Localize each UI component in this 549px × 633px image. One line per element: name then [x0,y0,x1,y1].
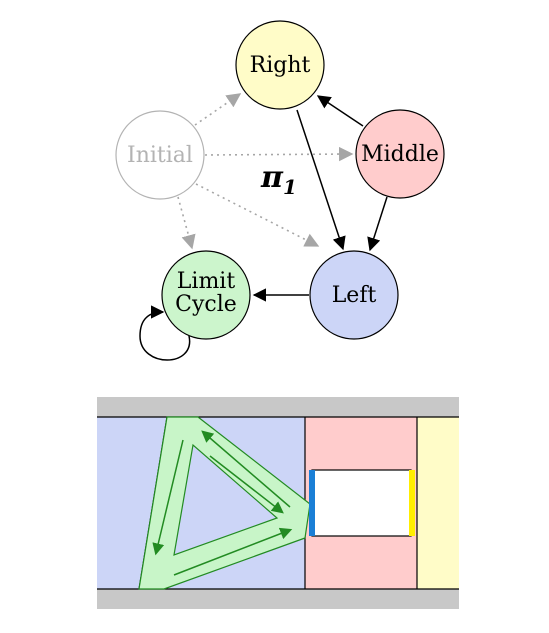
edge-initial-middle [204,146,354,162]
agent-box [311,469,412,537]
limit-cycle-trajectory [138,416,311,590]
trajectory-arrows [152,430,293,576]
agent-box-left-marker [309,470,315,536]
node-right: Right [235,20,325,110]
node-left: Left [309,250,399,340]
trajectory-arrow-left [152,439,184,556]
node-limit-cycle-label-line2: Cycle [175,292,237,317]
trajectory-arrow-bottom [173,527,293,576]
edge-limit-cycle-self-loop [139,305,191,361]
policy-edges [139,95,388,361]
node-left-label: Left [332,283,377,308]
node-initial: Initial [115,110,205,200]
policy-symbol: π [260,160,284,195]
policy-label: π1 [260,160,297,199]
node-initial-label: Initial [127,143,193,168]
edge-initial-right [194,93,242,126]
environment-illustration [97,397,459,609]
right-region [417,417,459,589]
trajectory-arrow-inner-right [209,455,284,514]
edge-middle-right [316,95,364,127]
agent-box-right-marker [409,470,415,536]
node-right-label: Right [250,53,311,78]
node-middle: Middle [355,109,445,199]
initial-edges [177,93,354,250]
edge-middle-left [367,196,388,252]
node-limit-cycle: Limit Cycle [161,250,251,340]
top-wall [97,397,459,417]
bottom-wall [97,589,459,609]
edge-initial-left [195,183,320,247]
state-diagram: Initial Right Middle Left Limit Cycle π1 [115,20,445,361]
trajectory-arrow-top [201,430,291,508]
policy-subscript: 1 [283,175,297,199]
edge-initial-limit-cycle [177,196,196,250]
node-middle-label: Middle [361,142,439,167]
node-limit-cycle-label-line1: Limit [177,269,236,294]
edge-right-left [296,109,346,251]
